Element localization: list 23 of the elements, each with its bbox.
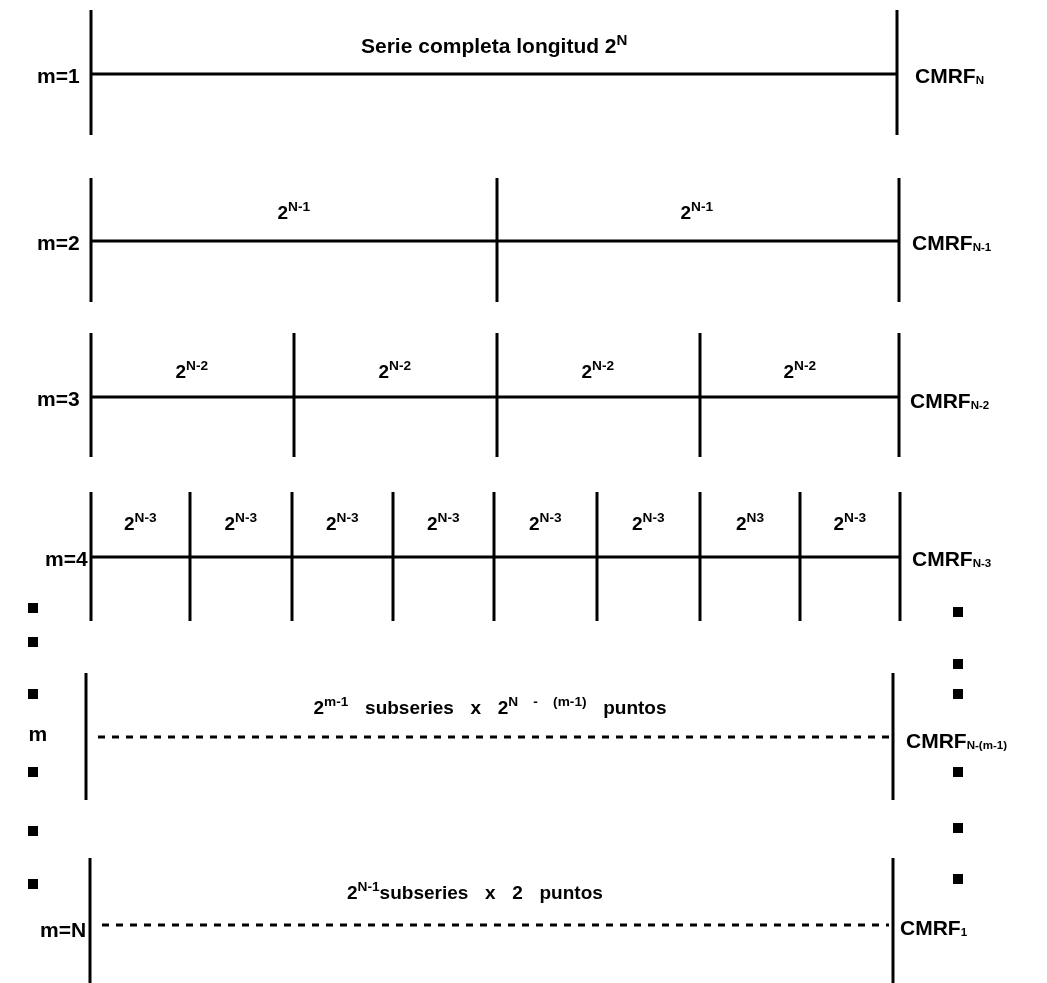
segment-length: 2$^{N-3}$	[632, 513, 665, 535]
segment-length: 2$^{N-3}$	[326, 513, 359, 535]
series-title: Serie completa longitud 2$^{N}$	[361, 33, 628, 57]
level-label: m	[28, 721, 48, 745]
segment-length: 2$^{N-2}$	[783, 361, 817, 383]
segment-length: 2$^{N-3}$	[833, 513, 867, 535]
segment-length: 2$^{N-1}$	[277, 202, 311, 224]
segment-length: 2$^{N-2}$	[378, 361, 412, 383]
subseries-formula: 2$^{N-1}$subseries x 2 puntos	[347, 882, 603, 904]
segment-length: 2$^{N-3}$	[529, 513, 562, 535]
level-label: m=3	[37, 386, 80, 410]
subseries-formula: 2$^{m-1}$ subseries x 2$^{N - (m-1)}$ puntos	[313, 697, 667, 719]
segment-length: 2$^{N-2}$	[581, 361, 615, 383]
segment-length: 2$^{N-3}$	[224, 513, 258, 535]
segment-length: 2$^{N-2}$	[175, 361, 209, 383]
level-label: m=N	[40, 917, 87, 941]
level-label: m=2	[37, 230, 80, 254]
level-label: m=1	[37, 63, 80, 87]
segment-length: 2$^{N-3}$	[124, 513, 157, 535]
segment-length: 2$^{N3}$	[736, 513, 765, 535]
segment-length: 2$^{N-1}$	[680, 202, 714, 224]
level-label: m=4	[45, 546, 88, 570]
segment-length: 2$^{N-3}$	[427, 513, 460, 535]
